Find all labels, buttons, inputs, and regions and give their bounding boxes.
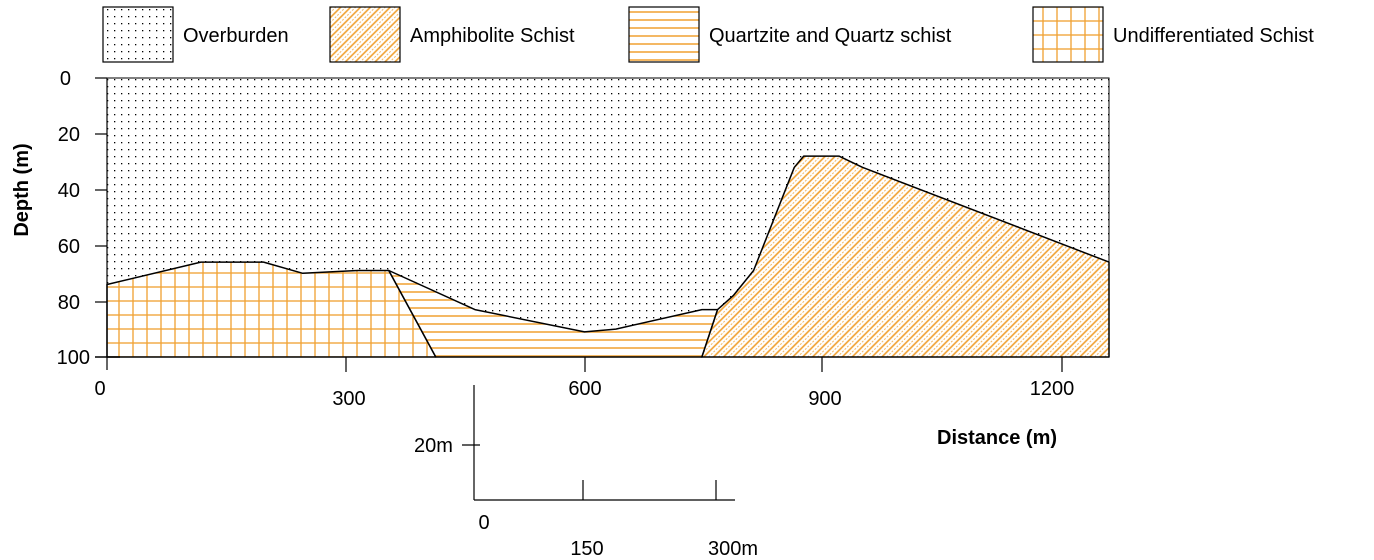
y-tick-label-20: 20 — [58, 124, 80, 146]
x-tick-900: 900 — [808, 357, 842, 410]
y-tick-label-80: 80 — [58, 292, 80, 314]
x-tick-label-0: 0 — [94, 378, 105, 400]
y-tick-60: 60 — [58, 236, 107, 258]
x-tick-600: 600 — [568, 357, 602, 400]
unit-quartzite-and-quartz-schist — [388, 269, 719, 358]
y-axis-label: Depth (m) — [11, 143, 33, 236]
legend-swatch-amphibolite-schist — [329, 6, 401, 63]
legend-swatch-quartzite — [628, 6, 700, 63]
unit-amphibolite-schist — [701, 155, 1110, 358]
x-tick-label-300: 300 — [332, 388, 365, 410]
x-tick-1200: 1200 — [1030, 357, 1075, 400]
y-tick-20: 20 — [58, 124, 107, 146]
x-axis-label: Distance (m) — [937, 427, 1057, 449]
axes: Depth (m) Distance (m) 0 20 40 60 80 100… — [11, 68, 1074, 449]
y-tick-label-0: 0 — [60, 68, 71, 90]
legend: Overburden Amphibolite Schist Quartzite … — [102, 6, 1314, 63]
y-tick-80: 80 — [58, 292, 107, 314]
y-tick-0: 0 — [60, 68, 107, 90]
scale-bar-label-150: 150 — [570, 538, 603, 560]
scale-bar-label-300: 300m — [708, 538, 758, 560]
y-tick-label-100: 100 — [57, 347, 90, 369]
scale-bar: 20m 0 150 300m — [414, 385, 758, 560]
legend-swatch-undifferentiated-schist — [1032, 6, 1104, 63]
legend-label-quartzite: Quartzite and Quartz schist — [709, 25, 952, 47]
x-tick-0: 0 — [94, 357, 108, 400]
scale-bar-label-0: 0 — [478, 512, 489, 534]
y-tick-label-60: 60 — [58, 236, 80, 258]
legend-label-overburden: Overburden — [183, 25, 289, 47]
legend-label-undifferentiated-schist: Undifferentiated Schist — [1113, 25, 1314, 47]
unit-undifferentiated-schist — [106, 261, 437, 358]
y-tick-40: 40 — [58, 180, 107, 202]
legend-label-amphibolite-schist: Amphibolite Schist — [410, 25, 575, 47]
geologic-units — [106, 155, 1110, 358]
legend-swatch-overburden — [102, 6, 174, 63]
x-tick-label-600: 600 — [568, 378, 601, 400]
y-tick-label-40: 40 — [58, 180, 80, 202]
x-tick-300: 300 — [332, 357, 366, 410]
scale-bar-vertical-label: 20m — [414, 435, 453, 457]
x-tick-label-900: 900 — [808, 388, 841, 410]
x-tick-label-1200: 1200 — [1030, 378, 1075, 400]
